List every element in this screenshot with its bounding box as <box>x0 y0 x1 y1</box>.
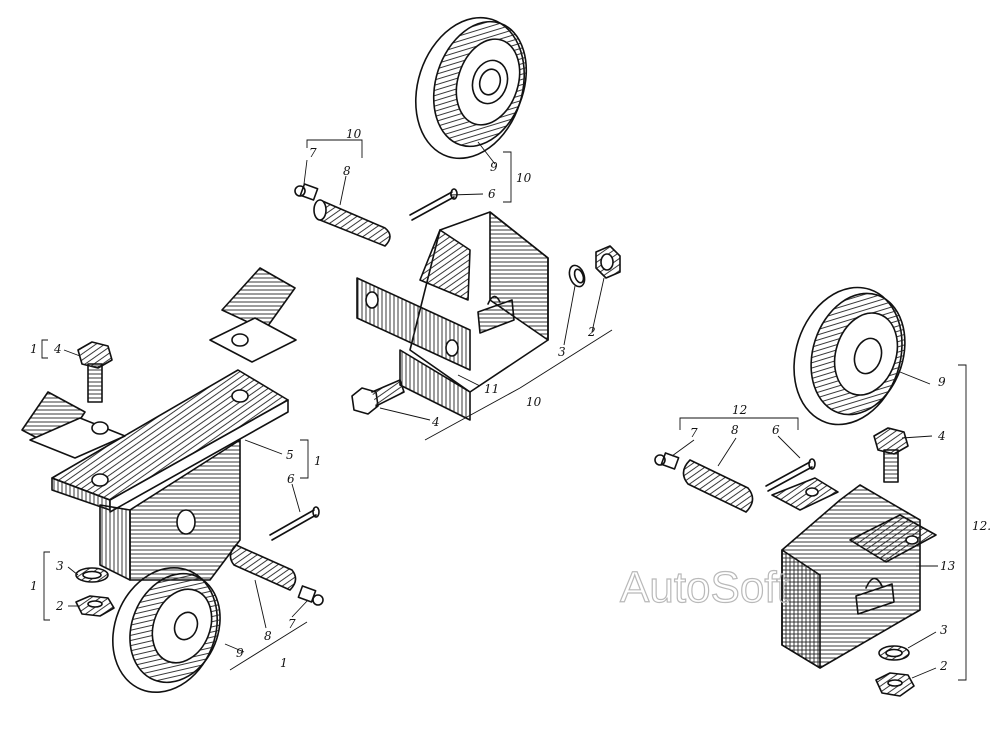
grease-fitting-left <box>297 585 324 606</box>
pulley-top <box>414 16 528 160</box>
label-top-7: 7 <box>309 146 317 160</box>
pin-top <box>409 188 458 221</box>
label-right-9: 9 <box>938 375 946 389</box>
bracket-right <box>771 477 937 669</box>
left-assembly <box>21 267 324 694</box>
bolt-top <box>351 379 405 415</box>
label-top-11: 11 <box>484 382 499 396</box>
pulley-right <box>793 286 906 426</box>
label-left-8: 8 <box>264 629 272 643</box>
pin-right <box>765 458 816 492</box>
bracket-top <box>356 211 549 421</box>
watermark-text: AutoSoft <box>620 563 789 612</box>
label-left-1-mid: 1 <box>314 454 322 468</box>
top-leaders <box>303 139 613 441</box>
label-left-2: 2 <box>55 599 64 613</box>
label-left-1-bottom: 1 <box>280 656 288 670</box>
clip-upper-left <box>209 267 297 363</box>
label-left-1-top: 1 <box>30 342 38 356</box>
label-left-5: 5 <box>286 448 294 462</box>
axle-left <box>229 544 297 591</box>
nut-top <box>595 245 621 279</box>
label-right-6: 6 <box>772 423 780 437</box>
washer-left <box>75 567 109 583</box>
right-assembly <box>654 286 967 697</box>
axle-top <box>313 199 391 247</box>
label-top-3: 3 <box>558 345 566 359</box>
label-left-4: 4 <box>53 342 62 356</box>
pulley-left <box>112 566 221 694</box>
label-right-12-top: 12 <box>732 403 747 417</box>
label-left-9: 9 <box>236 646 244 660</box>
nut-right <box>875 672 915 697</box>
label-top-10-bottom: 10 <box>526 395 542 409</box>
bracket-left <box>51 369 289 581</box>
label-right-2: 2 <box>939 659 948 673</box>
label-top-10-right: 10 <box>516 171 532 185</box>
left-leaders <box>41 339 309 671</box>
grease-fitting-right <box>654 452 680 470</box>
label-left-3: 3 <box>56 559 64 573</box>
axle-right <box>682 459 754 513</box>
right-leaders <box>671 364 967 681</box>
nut-left <box>75 595 115 617</box>
label-left-7: 7 <box>288 617 296 631</box>
label-right-13: 13 <box>940 559 956 573</box>
label-top-4: 4 <box>431 415 440 429</box>
pin-left <box>269 506 320 541</box>
label-right-12-side: 12. <box>972 519 991 533</box>
bolt-left <box>77 341 113 403</box>
label-left-6: 6 <box>287 472 295 486</box>
label-right-7: 7 <box>690 426 698 440</box>
label-top-10-left: 10 <box>346 127 362 141</box>
label-left-1-lower: 1 <box>30 579 38 593</box>
label-right-3: 3 <box>940 623 948 637</box>
callout-labels: 10 7 8 9 6 10 3 2 4 11 10 1 4 5 1 6 1 3 … <box>30 127 991 673</box>
grease-fitting-top <box>294 183 319 201</box>
top-assembly <box>294 16 621 441</box>
washer-top <box>568 264 586 288</box>
clip-lower-left <box>21 391 126 459</box>
washer-right <box>878 645 910 661</box>
label-right-4: 4 <box>937 429 946 443</box>
label-top-9: 9 <box>490 160 498 174</box>
label-top-6: 6 <box>488 187 496 201</box>
label-top-2: 2 <box>587 325 596 339</box>
label-top-8: 8 <box>343 164 351 178</box>
label-right-8: 8 <box>731 423 739 437</box>
bolt-right <box>873 427 909 483</box>
